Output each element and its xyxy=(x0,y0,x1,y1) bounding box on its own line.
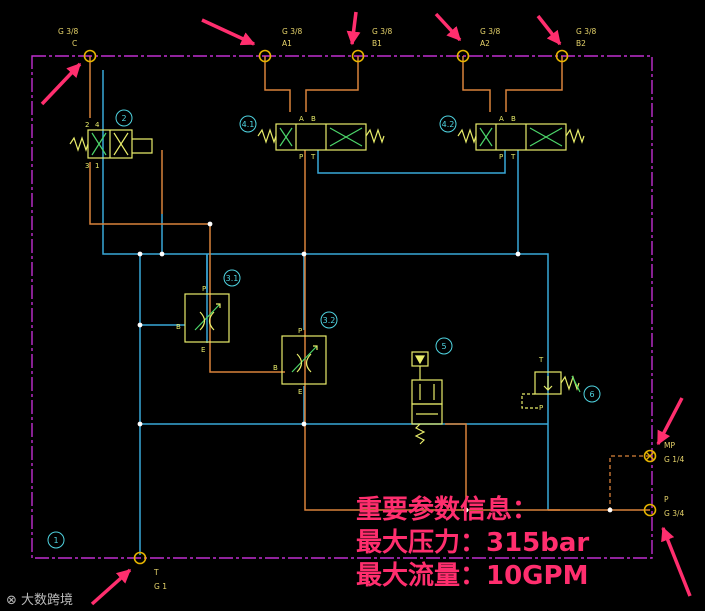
svg-text:T: T xyxy=(510,153,516,161)
port-mp-name: MP xyxy=(664,441,675,450)
port-b1: G 3/8 B1 xyxy=(351,27,392,63)
valve-4-1-labels: 4.1 A B P T xyxy=(239,115,316,161)
svg-text:1: 1 xyxy=(95,162,99,170)
port-b1-size: G 3/8 xyxy=(372,27,392,36)
note-title: 重要参数信息： xyxy=(356,495,539,525)
svg-text:P: P xyxy=(298,327,302,335)
svg-text:P: P xyxy=(539,404,543,412)
valve-6 xyxy=(521,371,581,409)
parameter-note: 重要参数信息： 最大压力：315bar 最大流量：10GPM xyxy=(356,494,589,593)
port-p-name: P xyxy=(664,495,669,504)
svg-text:4.2: 4.2 xyxy=(442,120,455,129)
port-a1-size: G 3/8 xyxy=(282,27,302,36)
valve-4-2 xyxy=(457,123,585,151)
arrow-port-b2 xyxy=(536,14,562,46)
port-p: P G 3/4 xyxy=(643,495,684,518)
port-a1: G 3/8 A1 xyxy=(258,27,302,63)
arrow-port-b1 xyxy=(346,11,361,46)
watermark-logo-icon: ⊗ xyxy=(6,593,17,608)
arrow-port-a1 xyxy=(201,18,256,46)
arrow-port-a2 xyxy=(434,12,462,42)
port-a2-name: A2 xyxy=(480,39,490,48)
valve-3-2 xyxy=(281,335,327,385)
svg-text:B: B xyxy=(176,323,181,331)
svg-text:4: 4 xyxy=(95,121,100,129)
svg-text:B: B xyxy=(511,115,516,123)
port-t-size: G 1 xyxy=(154,582,167,591)
port-mp: MP G 1/4 xyxy=(643,441,684,464)
svg-text:P: P xyxy=(499,153,503,161)
valve-2-labels: 2 2 4 3 1 xyxy=(85,109,133,170)
port-a1-name: A1 xyxy=(282,39,292,48)
svg-text:1: 1 xyxy=(53,536,58,545)
valve-5 xyxy=(411,351,443,445)
port-b2: G 3/8 B2 xyxy=(555,27,596,63)
svg-text:A: A xyxy=(499,115,504,123)
svg-text:T: T xyxy=(538,356,544,364)
valve-3-1-labels: 3.1 P B E xyxy=(176,269,241,354)
arrow-port-c xyxy=(40,62,82,106)
valve-3-1 xyxy=(184,293,230,343)
svg-text:B: B xyxy=(311,115,316,123)
svg-text:E: E xyxy=(201,346,205,354)
arrow-port-t xyxy=(90,568,132,606)
valve-4-2-labels: 4.2 A B P T xyxy=(439,115,516,161)
manifold-boundary xyxy=(31,55,653,559)
valve-6-labels: 6 T P xyxy=(538,356,601,412)
port-b1-name: B1 xyxy=(372,39,382,48)
svg-text:P: P xyxy=(299,153,303,161)
port-p-size: G 3/4 xyxy=(664,509,684,518)
watermark-text: 大数跨境 xyxy=(21,593,74,608)
gauge-line xyxy=(609,455,650,510)
port-c: G 3/8 C xyxy=(58,27,97,63)
port-mp-size: G 1/4 xyxy=(664,455,684,464)
arrow-port-mp xyxy=(656,397,684,446)
watermark: ⊗ 大数跨境 xyxy=(6,589,73,608)
svg-text:2: 2 xyxy=(85,121,89,129)
component-1-label: 1 xyxy=(47,531,65,549)
valve-2 xyxy=(69,129,153,159)
port-a2-size: G 3/8 xyxy=(480,27,500,36)
port-b2-size: G 3/8 xyxy=(576,27,596,36)
svg-text:6: 6 xyxy=(589,390,594,399)
svg-text:A: A xyxy=(299,115,304,123)
port-a2: G 3/8 A2 xyxy=(456,27,500,63)
valve-5-labels: 5 xyxy=(435,337,453,355)
junction-dots xyxy=(137,221,613,513)
svg-text:4.1: 4.1 xyxy=(242,120,255,129)
svg-text:B: B xyxy=(273,364,278,372)
svg-text:E: E xyxy=(298,388,302,396)
valve-4-1 xyxy=(257,123,385,151)
port-c-size: G 3/8 xyxy=(58,27,78,36)
note-max-pressure: 最大压力：315bar xyxy=(356,528,590,558)
port-b2-name: B2 xyxy=(576,39,586,48)
annotation-arrows xyxy=(40,11,692,606)
arrow-port-p xyxy=(661,526,692,597)
svg-text:3.1: 3.1 xyxy=(226,274,239,283)
svg-text:P: P xyxy=(202,285,206,293)
svg-text:T: T xyxy=(310,153,316,161)
port-t-name: T xyxy=(153,568,159,577)
note-max-flow: 最大流量：10GPM xyxy=(356,561,589,591)
svg-text:2: 2 xyxy=(121,114,126,123)
svg-text:5: 5 xyxy=(441,342,446,351)
svg-text:3: 3 xyxy=(85,162,89,170)
valve-3-2-labels: 3.2 P B E xyxy=(273,311,338,396)
svg-text:3.2: 3.2 xyxy=(323,316,336,325)
port-c-name: C xyxy=(72,39,77,48)
port-t: T G 1 xyxy=(133,551,167,591)
